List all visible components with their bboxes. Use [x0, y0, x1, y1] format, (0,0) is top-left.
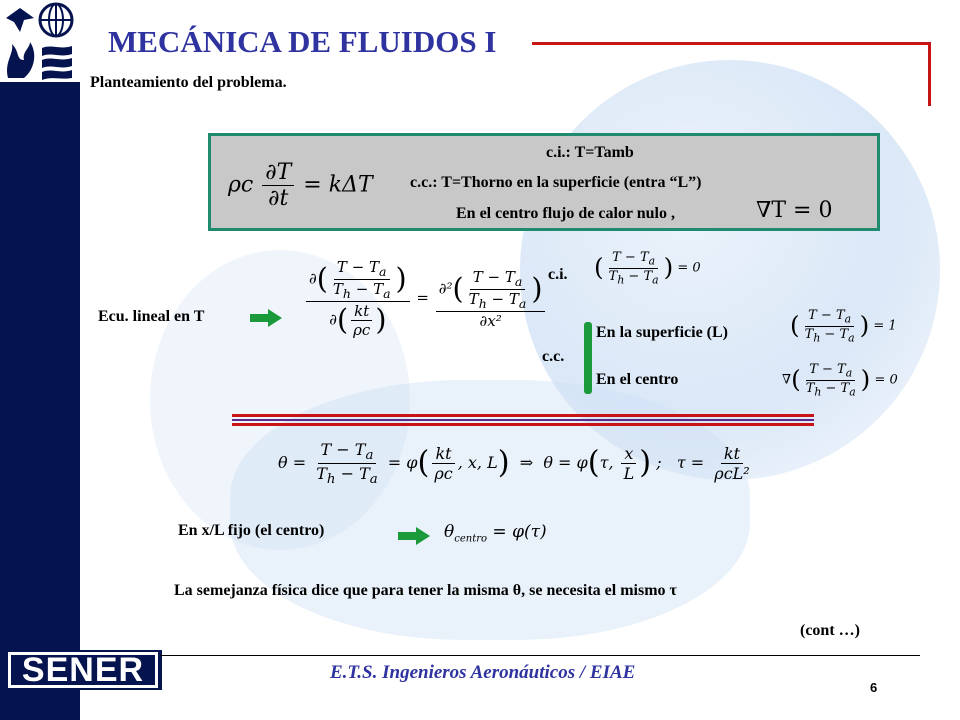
institution-logo	[0, 0, 80, 82]
heat-equation: ρc ∂T∂t = kΔT	[228, 160, 373, 211]
green-arrow-2	[398, 527, 430, 545]
sener-logo-background	[0, 650, 162, 690]
separator-red-rule-2	[232, 423, 814, 426]
linear-equation-label: Ecu. lineal en T	[98, 308, 205, 325]
page-title: MECÁNICA DE FLUIDOS I	[108, 24, 497, 59]
heat-equation-box	[208, 133, 880, 231]
green-arrow-1	[250, 309, 282, 327]
header-red-rule	[532, 42, 930, 45]
boundary-condition-brace	[584, 322, 592, 394]
page-number: 6	[870, 680, 878, 695]
school-footer: E.T.S. Ingenieros Aeronáuticos / EIAE	[330, 662, 636, 683]
footer-rule	[160, 655, 920, 656]
logo-icon	[2, 2, 78, 80]
surface-condition-label: En la superficie (L)	[596, 324, 728, 341]
separator-red-rule	[232, 414, 814, 417]
background-globe-watermark	[520, 60, 940, 480]
similarity-statement: La semejanza física dice que para tener …	[174, 582, 677, 599]
center-condition-text: En el centro flujo de calor nulo ,	[456, 205, 675, 222]
sener-logo: SENER	[8, 652, 158, 688]
center-condition-label: En el centro	[596, 371, 679, 388]
left-sidebar	[0, 0, 80, 720]
section-subtitle: Planteamiento del problema.	[90, 74, 287, 91]
fixed-xl-label: En x/L fijo (el centro)	[178, 522, 325, 539]
boundary-condition-label: c.c.	[542, 348, 565, 365]
boundary-condition-text: c.c.: T=Thorno en la superficie (entra “…	[410, 174, 702, 191]
continued-marker: (cont …)	[800, 622, 860, 639]
background-flame-watermark	[150, 250, 410, 550]
zero-gradient-equation: ∇T = 0	[756, 198, 833, 223]
initial-condition-text: c.i.: T=Tamb	[546, 144, 634, 161]
theta-center-equation: θcentro = φ(τ)	[444, 522, 547, 545]
separator-purple-rule	[232, 419, 814, 421]
header-red-vertical-rule	[928, 42, 931, 106]
initial-condition-label: c.i.	[548, 266, 568, 283]
